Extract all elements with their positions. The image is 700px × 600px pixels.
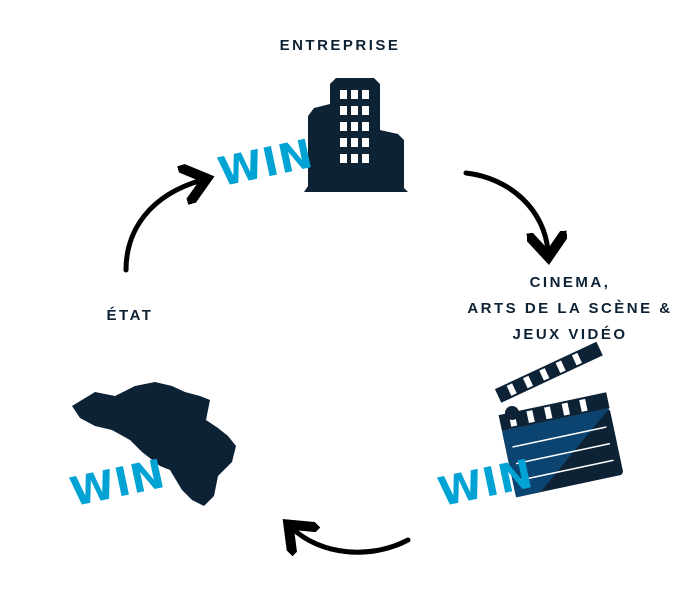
building-icon <box>304 78 408 192</box>
arrow-culture-to-etat <box>292 528 411 552</box>
culture-label: CINEMA, ARTS DE LA SCÈNE & JEUX VIDÉO <box>450 270 690 348</box>
clapperboard-icon <box>494 341 623 498</box>
culture-label-line-2: ARTS DE LA SCÈNE & <box>467 300 673 317</box>
culture-label-line-3: JEUX VIDÉO <box>512 326 628 343</box>
culture-label-line-1: CINEMA, <box>529 274 611 291</box>
etat-label: ÉTAT <box>106 307 154 324</box>
arrow-entreprise-to-culture <box>463 170 548 252</box>
belgium-map-icon <box>72 382 236 506</box>
arrow-etat-to-entreprise <box>123 180 202 273</box>
entreprise-label: ENTREPRISE <box>279 37 401 54</box>
